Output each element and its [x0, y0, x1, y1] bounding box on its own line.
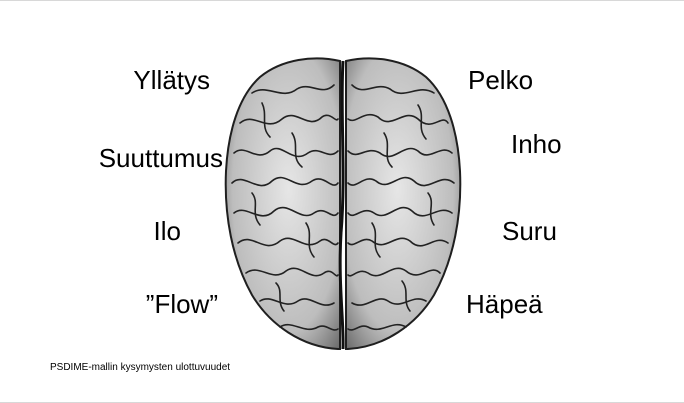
emotion-label-right-3: Suru: [502, 216, 557, 246]
brain-illustration-icon: [222, 53, 464, 353]
emotion-label-left-1: Yllätys: [133, 65, 210, 95]
emotion-label-left-3: Ilo: [154, 216, 181, 246]
emotion-label-left-4: ”Flow”: [146, 289, 218, 319]
emotion-label-right-2: Inho: [511, 129, 562, 159]
emotion-label-right-1: Pelko: [468, 65, 533, 95]
emotion-label-left-2: Suuttumus: [99, 143, 223, 173]
emotion-label-right-4: Häpeä: [466, 289, 543, 319]
caption: PSDIME-mallin kysymysten ulottuvuudet: [50, 362, 230, 374]
